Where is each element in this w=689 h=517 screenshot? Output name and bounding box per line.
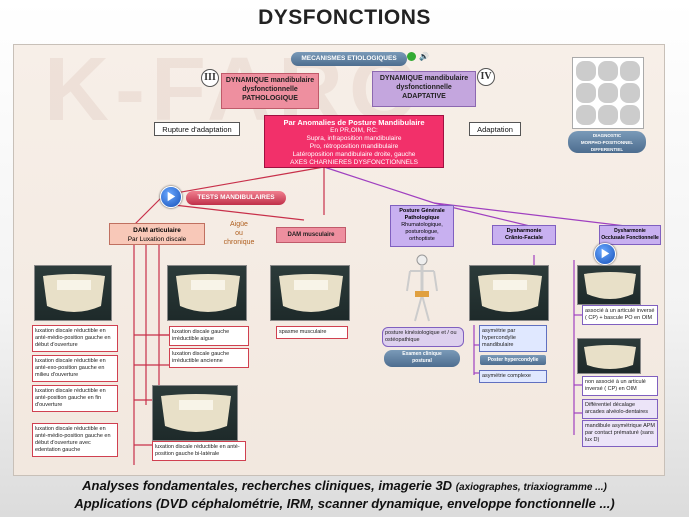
examen-clinique-pill[interactable]: Examen clinique postural <box>384 350 460 367</box>
jaw-image[interactable] <box>152 385 238 441</box>
main-box-line2: Supra, infraposition mandibulaire <box>306 135 402 142</box>
dyn-right-line3: ADAPTATIVE <box>402 93 446 100</box>
diag-l1: DIAGNOSTIC <box>592 133 622 138</box>
skull-thumb <box>620 83 640 103</box>
note-spasme[interactable]: spasme musculaire <box>276 326 348 339</box>
aigue-l1: Aigüe <box>230 221 248 228</box>
note-posture-kinesio[interactable]: posture kinésiologique et / ou ostéopath… <box>382 327 464 347</box>
skull-thumb <box>598 83 618 103</box>
poster-hypercondylie[interactable]: Poster hypercondylie <box>480 355 546 365</box>
dam-musculaire-box[interactable]: DAM musculaire <box>276 227 346 243</box>
posture-l4: posturologue, <box>405 229 439 235</box>
posture-l1: Posture Générale <box>399 208 445 214</box>
jaw-image[interactable] <box>270 265 350 321</box>
posture-l2: Pathologique <box>404 215 440 221</box>
jaw-image[interactable] <box>577 338 641 374</box>
speaker-icon[interactable]: 🔊 <box>419 52 429 61</box>
page-title: DYSFONCTIONS <box>258 6 431 29</box>
skull-thumb <box>620 105 640 125</box>
skull-thumb <box>598 105 618 125</box>
note-luxation-2[interactable]: luxation discale réductible en anté-exo-… <box>32 355 118 382</box>
dysh-occl-l2: Occlusale Fonctionnelle <box>601 235 659 241</box>
aigue-chronique-label: Aigüe ou chronique <box>219 220 259 247</box>
green-dot-icon[interactable] <box>407 52 416 61</box>
posture-generale-box[interactable]: Posture Générale Pathologique Rhumatolog… <box>390 205 454 247</box>
dysh-occl-l1: Dysharmonie <box>614 228 646 234</box>
note-asymetrie-complexe[interactable]: asymétrie complexe <box>479 370 547 383</box>
note-differentiel[interactable]: Différentiel décalage arcades alvéolo-de… <box>582 399 658 419</box>
diagnostic-pill[interactable]: DIAGNOSTIC MORPHO-POSITIONNEL DIFFERENTI… <box>568 131 646 153</box>
aigue-l3: chronique <box>223 239 255 246</box>
rupture-box[interactable]: Rupture d'adaptation <box>154 122 240 136</box>
skull-thumbnails[interactable] <box>572 57 644 129</box>
jaw-image[interactable] <box>34 265 112 321</box>
note-irreductible-ancienne[interactable]: luxation discale gauche irréductible anc… <box>169 348 249 368</box>
mecanismes-pill[interactable]: MECANISMES ETIOLOGIQUES <box>291 52 407 66</box>
dysharmonie-occlusale-box[interactable]: Dysharmonie Occlusale Fonctionnelle <box>599 225 661 245</box>
note-articule-inverse[interactable]: associé à un articulé inversé ( CP) + ba… <box>582 305 658 325</box>
skull-thumb <box>620 61 640 81</box>
roman-iii: III <box>201 69 219 87</box>
footer-line-1: Analyses fondamentales, recherches clini… <box>0 478 689 493</box>
play-icon[interactable] <box>594 243 616 265</box>
main-box-heading: Par Anomalies de Posture Mandibulaire <box>283 118 425 127</box>
footer-line-1-small: (axiographes, triaxiogramme ...) <box>455 482 607 493</box>
posture-l5: orthoptiste <box>409 236 435 242</box>
dyn-left-line2: dysfonctionnelle <box>242 86 298 93</box>
examen-l2: postural <box>412 358 432 364</box>
dysharmonie-cranio-box[interactable]: Dysharmonie Crânio-Faciale <box>492 225 556 245</box>
roman-iv: IV <box>477 68 495 86</box>
dam-articulaire-box[interactable]: DAM articulaire Par Luxation discale <box>109 223 205 245</box>
dyn-right-line2: dysfonctionnelle <box>396 84 452 91</box>
note-luxation-1[interactable]: luxation discale réductible en anté-médi… <box>32 325 118 352</box>
skull-thumb <box>598 61 618 81</box>
posture-l3: Rhumatologique, <box>401 222 443 228</box>
dynamique-pathologique-box[interactable]: DYNAMIQUE mandibulaire dysfonctionnelle … <box>221 73 319 109</box>
dam-art-l2: Par Luxation discale <box>127 236 187 243</box>
tests-mandibulaires-pill[interactable]: TESTS MANDIBULAIRES <box>186 191 286 205</box>
footer-line-2: Applications (DVD céphalométrie, IRM, sc… <box>74 496 615 511</box>
note-non-associe[interactable]: non associé à un articulé inversé ( CP) … <box>582 376 658 396</box>
anomalies-posture-box[interactable]: Par Anomalies de Posture Mandibulaire En… <box>264 115 444 168</box>
jaw-image[interactable] <box>469 265 549 321</box>
diagram-panel: K-FARO MECANI <box>13 40 665 476</box>
main-box-line4: Latéroposition mandibulaire droite, gauc… <box>292 151 416 158</box>
diag-l2: MORPHO-POSITIONNEL <box>580 140 634 145</box>
footer-line-1-main: Analyses fondamentales, recherches clini… <box>82 478 453 493</box>
note-mandibule-asym[interactable]: mandibule asymétrique APM par contact pr… <box>582 420 658 447</box>
play-icon[interactable] <box>160 186 182 208</box>
dyn-right-line1: DYNAMIQUE mandibulaire <box>379 75 469 82</box>
skull-thumb <box>576 61 596 81</box>
note-luxation-3[interactable]: luxation discale réductible en anté-posi… <box>32 385 118 412</box>
dam-art-l1: DAM articulaire <box>133 227 181 234</box>
jaw-image[interactable] <box>577 265 641 305</box>
examen-l1: Examen clinique <box>402 351 442 357</box>
note-asymetrie[interactable]: asymétrie par hypercondylie mandibulaire <box>479 325 547 352</box>
diag-l3: DIFFERENTIEL <box>590 147 624 152</box>
skull-thumb <box>576 105 596 125</box>
dyn-left-line3: PATHOLOGIQUE <box>242 95 298 102</box>
dysh-cranio-l2: Crânio-Faciale <box>505 235 543 241</box>
adaptation-box[interactable]: Adaptation <box>469 122 521 136</box>
main-box-line5: AXES CHARNIERES DYSFONCTIONNELS <box>290 159 418 166</box>
main-box-line3: Pro, rétroposition mandibulaire <box>309 143 399 150</box>
skeleton-image[interactable] <box>402 253 442 325</box>
dysh-cranio-l1: Dysharmonie <box>506 228 542 234</box>
note-luxation-4[interactable]: luxation discale réductible en anté-médi… <box>32 423 118 457</box>
dyn-left-line1: DYNAMIQUE mandibulaire <box>225 77 315 84</box>
skull-thumb <box>576 83 596 103</box>
jaw-image[interactable] <box>167 265 247 321</box>
aigue-l2: ou <box>235 230 243 237</box>
dynamique-adaptative-box[interactable]: DYNAMIQUE mandibulaire dysfonctionnelle … <box>372 71 476 107</box>
note-irreductible-aigue[interactable]: luxation discale gauche irréductible aig… <box>169 326 249 346</box>
note-bilaterale[interactable]: luxation discale réductible en anté-posi… <box>152 441 246 461</box>
main-box-line1: En PR,OIM, RC: <box>330 127 378 134</box>
